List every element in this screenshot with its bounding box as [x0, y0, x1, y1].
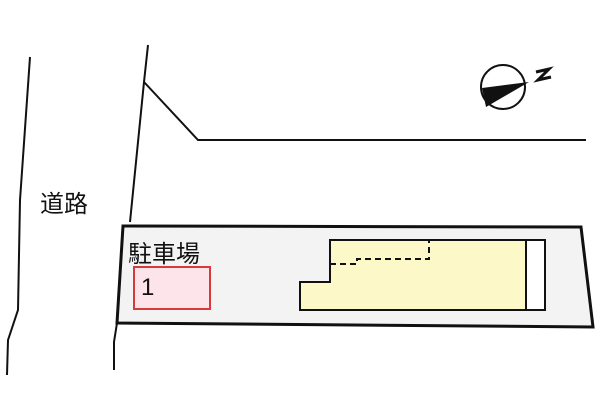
building-annex — [525, 239, 546, 311]
building-dashed-line — [330, 240, 430, 265]
parking-label: 駐車場 — [128, 240, 200, 268]
north-arrow-icon — [480, 64, 554, 110]
boundary-line — [143, 81, 586, 141]
building-outline — [299, 239, 527, 311]
parking-space-1[interactable]: 1 — [133, 266, 211, 310]
road-edge-left — [6, 56, 31, 376]
road-label: 道路 — [40, 190, 88, 218]
road-edge-right-lower — [113, 322, 118, 370]
parking-space-number: 1 — [141, 274, 155, 301]
road-edge-right — [129, 44, 149, 223]
